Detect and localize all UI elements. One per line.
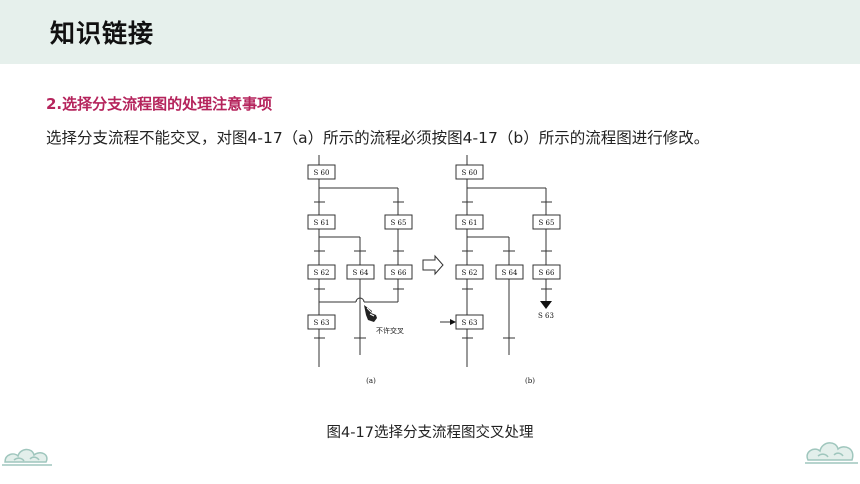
b-step-s60-label: S 60 [462,169,478,177]
b-step-s62-label: S 62 [462,269,478,277]
a-step-s62-label: S 62 [314,269,330,277]
b-step-s63-label: S 63 [462,319,478,327]
sfc-figure: S 60 S 61 S 65 S 62 S 64 S 66 S 63 不许交叉 … [307,155,561,385]
a-step-s63-box [307,314,336,330]
header-bar [0,0,860,64]
a-step-s60-label: S 60 [314,169,330,177]
b-jump-arrow-icon [540,301,552,309]
b-step-s65-label: S 65 [539,219,555,227]
b-entry-arrow-icon [450,319,456,325]
b-step-s60-box [455,164,484,180]
figure-caption: 图4-17选择分支流程图交叉处理 [326,425,534,441]
transform-arrow [422,254,444,276]
a-step-s64-label: S 64 [353,269,369,277]
cloud-decoration-right-icon [805,442,858,464]
a-step-s61-label: S 61 [314,219,330,227]
a-step-s60-box [307,164,336,180]
no-crossing-annotation: 不许交叉 [376,326,404,335]
a-step-s61-box [307,214,336,230]
a-step-s62-box [307,264,336,280]
b-step-s61-box [455,214,484,230]
cloud-decoration-left-icon [2,448,52,466]
b-step-s64-label: S 64 [502,269,518,277]
section-heading: 2.选择分支流程图的处理注意事项 [46,95,273,113]
a-step-s66-label: S 66 [391,269,407,277]
b-jump-target-label: S 63 [538,312,554,320]
pointing-hand-icon [364,305,377,322]
a-step-s63-label: S 63 [314,319,330,327]
b-step-s61-label: S 61 [462,219,478,227]
a-sub-label: (a) [366,377,376,385]
b-step-s62-box [455,264,484,280]
b-sub-label: (b) [525,377,535,385]
a-step-s65-label: S 65 [391,219,407,227]
b-step-s66-label: S 66 [539,269,555,277]
page-title: 知识链接 [50,19,155,48]
body-paragraph: 选择分支流程不能交叉，对图4-17（a）所示的流程必须按图4-17（b）所示的流… [46,129,710,147]
